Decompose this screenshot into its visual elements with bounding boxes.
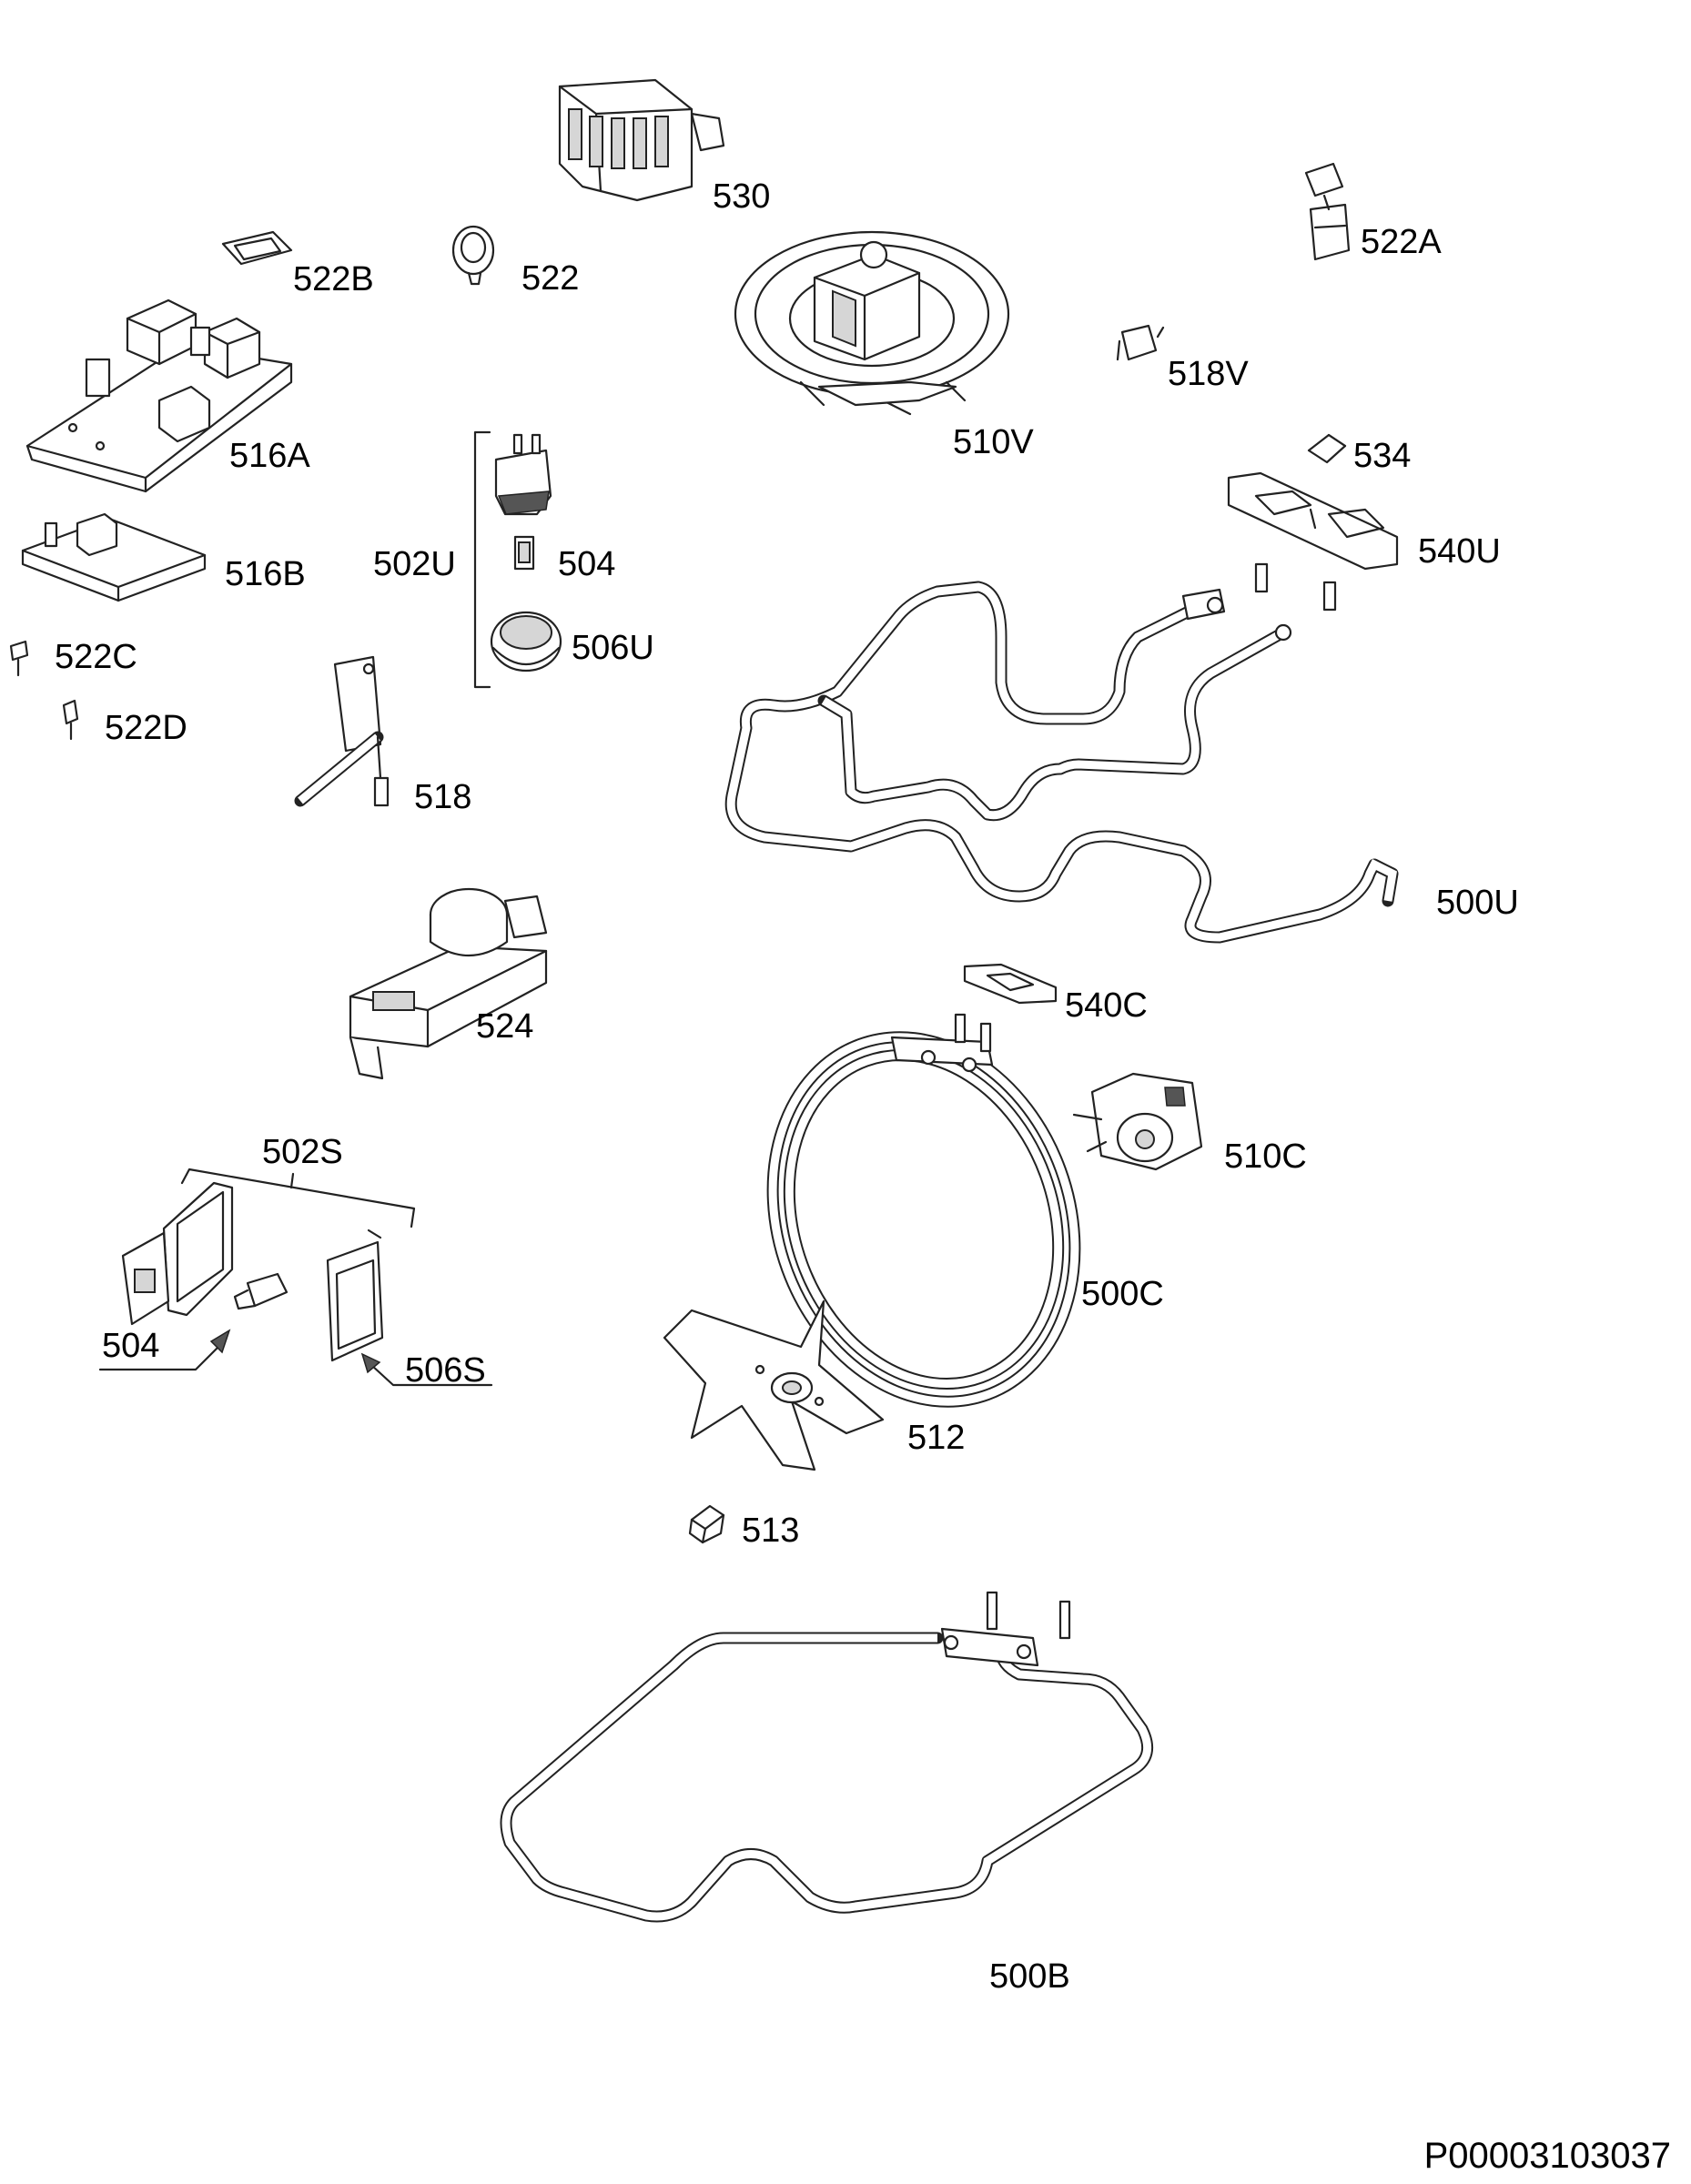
callout-516B: 516B [225,555,306,593]
part-506U-knob [490,611,562,672]
part-502S-switch-housing [121,1181,234,1326]
part-502S-bracket [180,1168,416,1228]
part-522A-switch [1304,162,1351,261]
part-540C-gasket [963,963,1058,1005]
callout-506S: 506S [405,1351,486,1390]
part-502U-bracket [473,430,491,689]
part-522D-connector [62,699,79,741]
part-518-sensor [294,655,390,807]
callout-530: 530 [713,177,771,216]
part-502U-knob-top [494,433,552,516]
callout-534: 534 [1353,437,1412,475]
part-504-shaft-b [233,1272,289,1310]
part-516A-main-pcb [25,298,293,493]
callout-518V: 518V [1168,355,1249,393]
part-516B-pcb [21,512,207,602]
callout-522: 522 [521,259,580,298]
leader-arrow-504 [98,1329,231,1371]
callout-540U: 540U [1418,532,1501,571]
part-500B-bottom-element [500,1591,1154,1923]
callout-540C: 540C [1065,986,1148,1025]
callout-506U: 506U [572,629,654,667]
callout-502U: 502U [373,545,456,583]
part-500U-top-element [724,562,1399,944]
callout-512: 512 [907,1419,966,1457]
callout-513: 513 [742,1512,800,1550]
callout-500B: 500B [989,1957,1070,1996]
callout-504-lower: 504 [102,1327,160,1365]
callout-504-upper: 504 [558,545,616,583]
callout-510C: 510C [1224,1138,1307,1176]
callout-522D: 522D [105,709,187,747]
callout-522C: 522C [55,638,137,676]
part-504-shaft [513,535,535,571]
callout-522B: 522B [293,260,374,298]
leader-arrow-506S [360,1352,493,1387]
part-510C-convection-motor [1072,1072,1203,1171]
part-512-fan-blade [663,1299,885,1471]
part-518V-thermostat [1116,324,1165,361]
callout-516A: 516A [229,437,310,475]
part-522C-connector [9,640,29,677]
callout-522A: 522A [1361,223,1442,261]
part-522B-holder [221,230,293,266]
part-534-clip [1307,433,1347,464]
callout-518: 518 [414,778,472,816]
part-513-nut [688,1504,725,1544]
callout-502S: 502S [262,1133,343,1171]
callout-524: 524 [476,1007,534,1046]
callout-500U: 500U [1436,884,1519,922]
callout-500C: 500C [1081,1275,1164,1313]
part-530-terminal-block [558,78,725,202]
part-540U-gasket [1227,471,1399,571]
part-522-connector [451,225,495,286]
callout-510V: 510V [953,423,1034,461]
document-id: P00003103037 [1423,2136,1671,2176]
part-500C-circular-element [766,1013,1081,1408]
part-510V-fan-motor [734,230,1010,416]
part-506S-knob [326,1228,384,1362]
part-524-timer [349,887,548,1080]
